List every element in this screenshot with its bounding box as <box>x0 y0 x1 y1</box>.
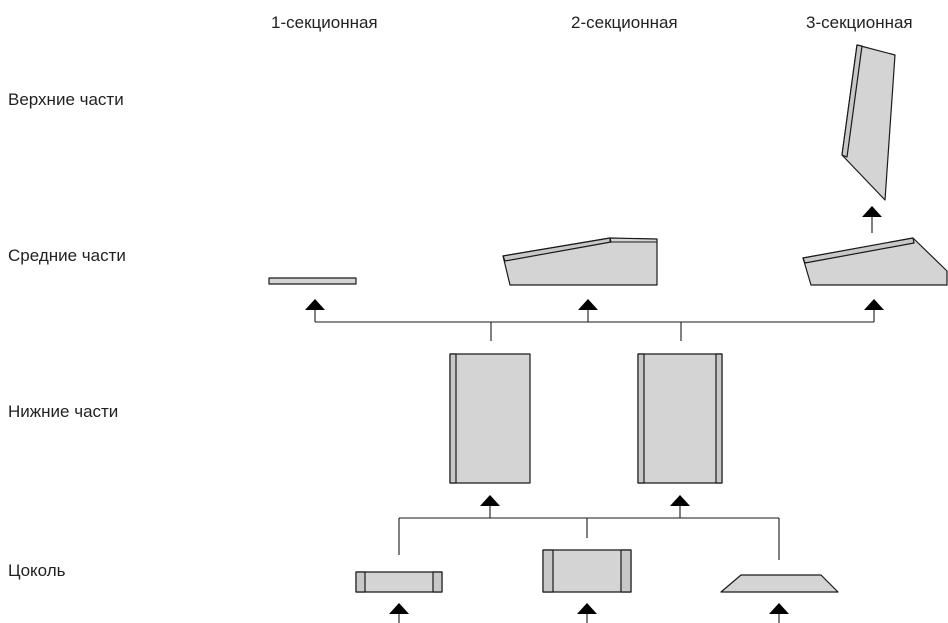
column-header-1-section: 1-секционная <box>271 13 378 32</box>
connector-upper <box>314 310 875 341</box>
middle-part-1-section <box>268 277 357 285</box>
base-left <box>355 571 443 593</box>
lower-part-left <box>449 353 531 484</box>
middle-part-2-section <box>502 237 658 286</box>
arrow-up-icon <box>577 603 597 614</box>
top-part-3-section <box>841 44 896 201</box>
arrow-up-icon <box>864 299 884 310</box>
arrow-up-icon <box>389 603 409 614</box>
arrow-up-icon <box>305 299 325 310</box>
arrow-up-icon <box>862 206 882 217</box>
arrow-up-icon <box>769 603 789 614</box>
row-label-base: Цоколь <box>8 561 66 580</box>
base-middle <box>542 549 632 593</box>
base-right <box>720 574 839 593</box>
arrow-up-icon <box>670 495 690 506</box>
row-label-middle-parts: Средние части <box>8 246 126 265</box>
row-label-lower-parts: Нижние части <box>8 402 119 421</box>
column-header-2-section: 2-секционная <box>571 13 678 32</box>
connector-lower <box>398 506 780 560</box>
column-header-3-section: 3-секционная <box>806 13 913 32</box>
arrow-up-icon <box>480 495 500 506</box>
row-label-top-parts: Верхние части <box>8 90 124 109</box>
middle-part-3-section <box>802 237 948 286</box>
lower-part-right <box>637 353 723 484</box>
arrow-up-icon <box>578 299 598 310</box>
